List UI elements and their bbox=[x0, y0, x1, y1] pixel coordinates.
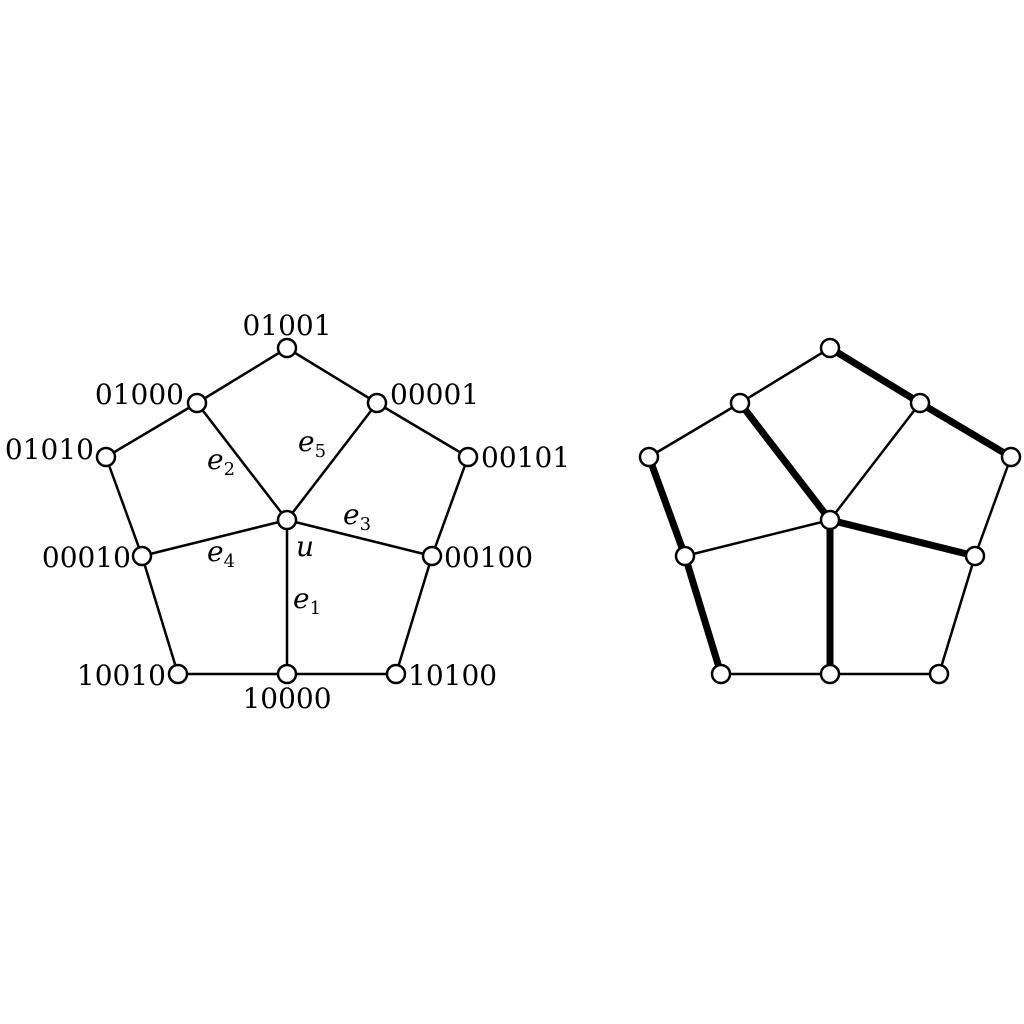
left-edge-upper-left-outer-left bbox=[104, 401, 199, 459]
left-edge-upper-right-center bbox=[285, 401, 379, 522]
left-graph: 01001 01000 00001 01010 00101 00010 0010… bbox=[5, 309, 570, 715]
left-vertex-center bbox=[276, 509, 298, 531]
edge-label-e2: e2 bbox=[207, 443, 235, 480]
right-graph bbox=[638, 337, 1022, 685]
right-vertex-outer-left bbox=[638, 446, 660, 468]
label-mid-left: 00010 bbox=[42, 541, 131, 574]
right-edge-top-upper-right bbox=[826, 344, 924, 407]
left-vertex-mid-left bbox=[131, 545, 153, 567]
edge-label-e1: e1 bbox=[293, 582, 321, 619]
label-bottom-center: 10000 bbox=[242, 682, 331, 715]
left-vertex-outer-right bbox=[457, 446, 479, 468]
right-edge-mid-right-bottom-right bbox=[937, 554, 977, 676]
right-vertices bbox=[638, 337, 1022, 685]
left-vertex-bottom-center bbox=[276, 663, 298, 685]
label-bottom-left: 10010 bbox=[77, 659, 166, 692]
right-vertex-upper-left bbox=[729, 392, 751, 414]
label-outer-left: 01010 bbox=[5, 433, 94, 466]
edge-label-e3: e3 bbox=[343, 498, 371, 535]
right-vertex-outer-right bbox=[1000, 446, 1022, 468]
right-vertex-mid-right bbox=[964, 545, 986, 567]
right-edge-top-upper-left bbox=[738, 346, 832, 405]
left-vertices bbox=[95, 337, 479, 685]
right-edges bbox=[645, 344, 1015, 678]
left-edge-mid-right-center bbox=[285, 518, 434, 558]
right-vertex-bottom-right bbox=[928, 663, 950, 685]
label-mid-right: 00100 bbox=[444, 541, 533, 574]
left-edge-mid-left-bottom-left bbox=[140, 554, 180, 676]
label-upper-right: 00001 bbox=[390, 378, 479, 411]
left-edge-outer-right-mid-right bbox=[430, 455, 470, 558]
left-vertex-mid-right bbox=[421, 545, 443, 567]
edge-label-e4: e4 bbox=[207, 535, 235, 572]
label-top: 01001 bbox=[242, 309, 331, 342]
right-edge-upper-right-outer-right bbox=[916, 399, 1015, 461]
right-vertex-bottom-left bbox=[710, 663, 732, 685]
right-edge-mid-left-bottom-left bbox=[681, 552, 725, 678]
left-edge-mid-left-center bbox=[140, 518, 289, 558]
right-vertex-mid-left bbox=[674, 545, 696, 567]
right-edge-mid-left-center bbox=[683, 518, 832, 558]
right-edge-outer-right-mid-right bbox=[973, 455, 1013, 558]
label-center-u: u bbox=[296, 530, 314, 563]
left-edge-upper-left-center bbox=[195, 401, 289, 522]
label-outer-right: 00101 bbox=[481, 441, 570, 474]
right-vertex-top bbox=[819, 337, 841, 359]
edge-label-e5: e5 bbox=[298, 425, 326, 462]
left-vertex-bottom-right bbox=[385, 663, 407, 685]
right-edge-upper-left-outer-left bbox=[647, 401, 742, 459]
right-edge-upper-left-center bbox=[736, 399, 834, 524]
right-edge-upper-right-center bbox=[828, 401, 922, 522]
left-edge-upper-right-outer-right bbox=[375, 401, 470, 459]
left-vertex-upper-right bbox=[366, 392, 388, 414]
label-bottom-right: 10100 bbox=[408, 659, 497, 692]
left-vertex-top bbox=[276, 337, 298, 359]
right-vertex-upper-right bbox=[909, 392, 931, 414]
left-vertex-bottom-left bbox=[167, 663, 189, 685]
right-vertex-bottom-center bbox=[819, 663, 841, 685]
right-vertex-center bbox=[819, 509, 841, 531]
left-edges bbox=[104, 346, 470, 676]
left-edge-mid-right-bottom-right bbox=[394, 554, 434, 676]
label-upper-left: 01000 bbox=[95, 378, 184, 411]
right-edge-mid-right-center bbox=[826, 516, 979, 560]
left-vertex-outer-left bbox=[95, 446, 117, 468]
left-vertex-upper-left bbox=[186, 392, 208, 414]
left-edge-top-upper-right bbox=[285, 346, 379, 405]
left-edge-outer-left-mid-left bbox=[104, 455, 144, 558]
left-edge-top-upper-left bbox=[195, 346, 289, 405]
right-edge-outer-left-mid-left bbox=[645, 453, 689, 560]
